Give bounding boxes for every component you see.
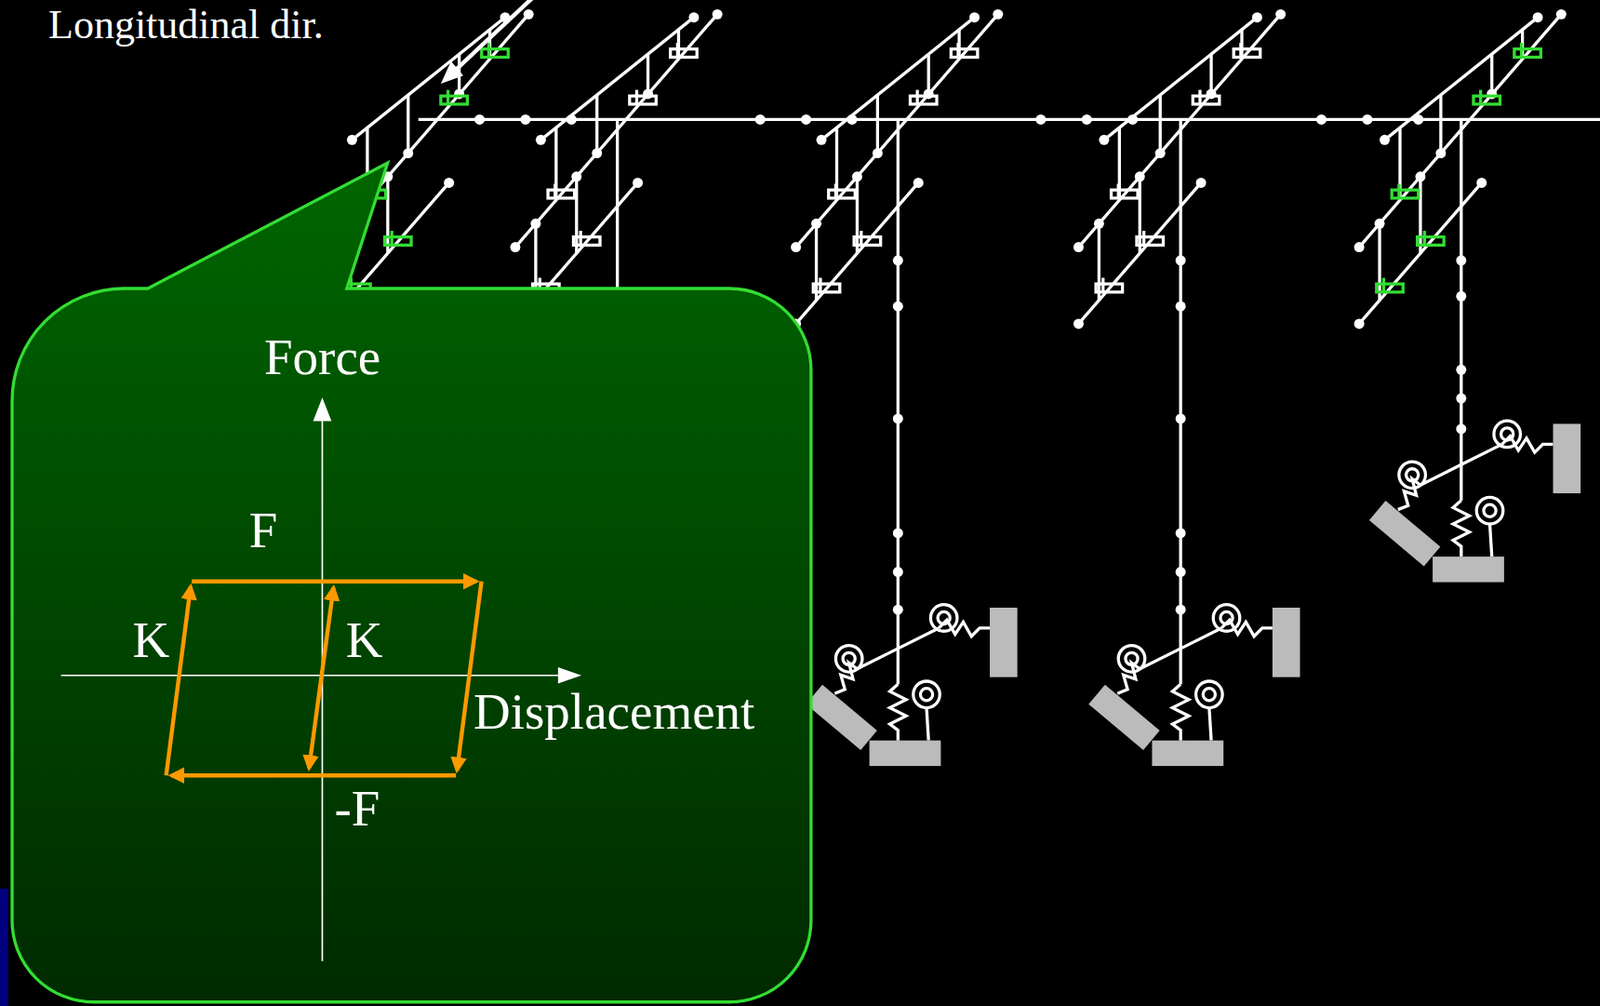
direction-label: Longitudinal dir. [48, 2, 324, 48]
stiffness-label: K [346, 612, 384, 669]
callout-box: ForceF K K Displacement -F [12, 288, 812, 1002]
force-value: -F [333, 780, 380, 838]
stiffness-label: K [132, 612, 170, 669]
force-value: F [249, 502, 279, 560]
axis-title: Displacement [473, 682, 755, 740]
hysteresis-chart [12, 288, 812, 1002]
axis-title: Force [264, 329, 381, 387]
